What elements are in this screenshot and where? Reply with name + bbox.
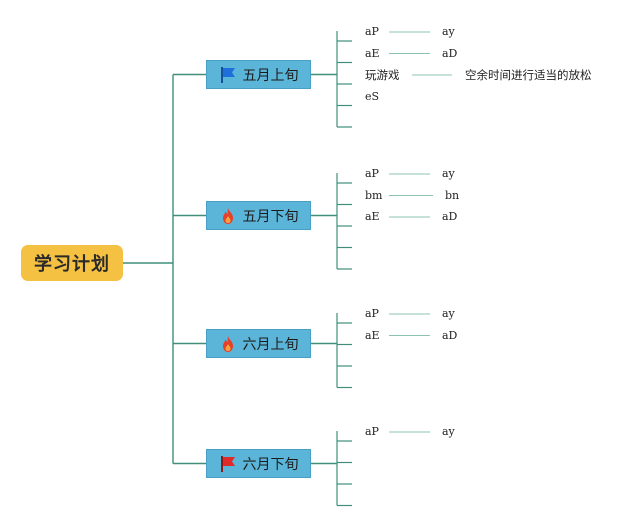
leaf-right-text[interactable]: aD xyxy=(442,210,458,223)
root-label: 学习计划 xyxy=(34,254,110,275)
leaf-right-text[interactable]: 空余时间进行适当的放松 xyxy=(465,68,592,82)
leaf-right-text[interactable]: aD xyxy=(442,328,458,342)
fire-icon xyxy=(219,335,237,353)
branch-node[interactable]: 六月下旬 xyxy=(206,449,311,478)
leaf-right-text[interactable]: ay xyxy=(442,307,455,320)
leaf-left-text[interactable]: aE xyxy=(365,46,380,60)
leaf-right-text[interactable]: ay xyxy=(442,167,455,180)
root-node[interactable]: 学习计划 xyxy=(21,245,123,281)
branch-label: 六月下旬 xyxy=(242,456,299,473)
leaf-left-text[interactable]: aE xyxy=(365,328,380,342)
branch-node[interactable]: 五月下旬 xyxy=(206,201,311,230)
leaf-left-text[interactable]: aP xyxy=(365,425,379,438)
leaf-left-text[interactable]: aP xyxy=(365,167,379,180)
leaf-left-text[interactable]: 玩游戏 xyxy=(365,68,400,82)
leaf-left-text[interactable]: eS xyxy=(365,89,380,103)
leaf-right-text[interactable]: ay xyxy=(442,425,455,438)
branch-label: 六月上旬 xyxy=(242,336,299,353)
red-flag-icon xyxy=(219,455,237,473)
fire-icon xyxy=(219,207,237,225)
leaf-left-text[interactable]: aE xyxy=(365,210,380,223)
branch-label: 五月下旬 xyxy=(242,208,299,225)
leaf-right-text[interactable]: ay xyxy=(442,25,455,38)
leaf-left-text[interactable]: aP xyxy=(365,25,379,38)
leaf-left-text[interactable]: aP xyxy=(365,307,379,320)
branch-label: 五月上旬 xyxy=(242,67,299,84)
leaf-left-text[interactable]: bm xyxy=(365,188,383,202)
branch-node[interactable]: 六月上旬 xyxy=(206,329,311,358)
leaf-right-text[interactable]: bn xyxy=(445,188,460,202)
branch-node[interactable]: 五月上旬 xyxy=(206,60,311,89)
blue-flag-icon xyxy=(219,66,237,84)
leaf-right-text[interactable]: aD xyxy=(442,46,458,60)
